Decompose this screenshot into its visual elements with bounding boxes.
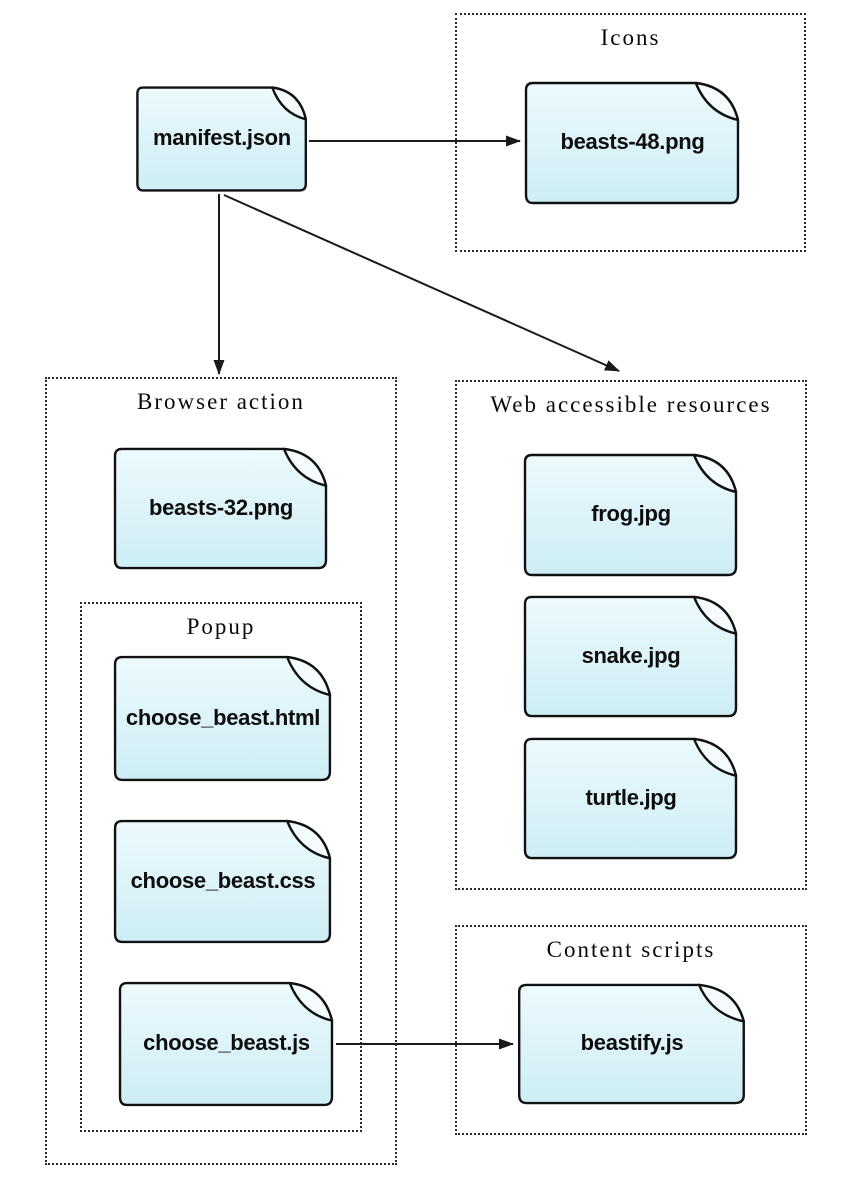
document-icon — [117, 980, 336, 1108]
document-icon — [112, 446, 330, 571]
document-icon — [112, 818, 334, 945]
file-node-choose-beast-js: choose_beast.js — [117, 980, 336, 1108]
folded-corner-icon — [694, 455, 736, 492]
folded-corner-icon — [696, 83, 738, 120]
folded-corner-icon — [694, 597, 736, 634]
folded-corner-icon — [287, 657, 330, 695]
file-label: turtle.jpg — [585, 784, 677, 810]
document-icon — [522, 594, 740, 719]
folded-corner-icon — [290, 983, 332, 1021]
group-browser-action-title: Browser action — [137, 389, 305, 414]
document-icon — [516, 982, 748, 1106]
file-node-beasts-32-png: beasts-32.png — [112, 446, 330, 571]
group-web-accessible-resources: Web accessible resources — [455, 380, 807, 890]
file-label: beastify.js — [580, 1029, 684, 1055]
group-browser-action: Browser action — [45, 377, 397, 1165]
file-label: beasts-32.png — [148, 494, 294, 520]
file-label: snake.jpg — [581, 642, 681, 668]
file-label: frog.jpg — [591, 500, 671, 526]
file-label: manifest.json — [153, 124, 291, 150]
file-node-choose-beast-html: choose_beast.html — [112, 654, 334, 783]
file-node-frog-jpg: frog.jpg — [522, 452, 740, 578]
document-icon — [112, 654, 334, 783]
document-icon — [135, 85, 309, 193]
folded-corner-icon — [272, 88, 306, 120]
group-content-scripts: Content scripts — [455, 925, 807, 1135]
group-content-scripts-title: Content scripts — [546, 937, 716, 962]
file-node-choose-beast-css: choose_beast.css — [112, 818, 334, 945]
file-node-turtle-jpg: turtle.jpg — [522, 736, 740, 861]
folded-corner-icon — [699, 985, 744, 1021]
file-node-snake-jpg: snake.jpg — [522, 594, 740, 719]
file-label: choose_beast.js — [143, 1029, 310, 1055]
group-popup-title: Popup — [186, 614, 256, 639]
document-icon — [523, 80, 742, 206]
file-node-beastify-js: beastify.js — [516, 982, 748, 1106]
document-icon — [522, 736, 740, 861]
document-icon — [522, 452, 740, 578]
group-web-accessible-resources-title: Web accessible resources — [490, 392, 772, 417]
group-popup: Popup — [80, 602, 362, 1132]
group-icons: Icons — [455, 13, 806, 252]
group-icons-title: Icons — [600, 25, 661, 50]
file-node-manifest-json: manifest.json — [135, 85, 309, 193]
folded-corner-icon — [694, 739, 736, 776]
file-node-beasts-48-png: beasts-48.png — [523, 80, 742, 206]
file-label: choose_beast.html — [125, 704, 321, 730]
folded-corner-icon — [287, 821, 330, 858]
folded-corner-icon — [284, 449, 326, 486]
file-label: choose_beast.css — [130, 867, 316, 893]
file-label: beasts-48.png — [560, 128, 705, 154]
